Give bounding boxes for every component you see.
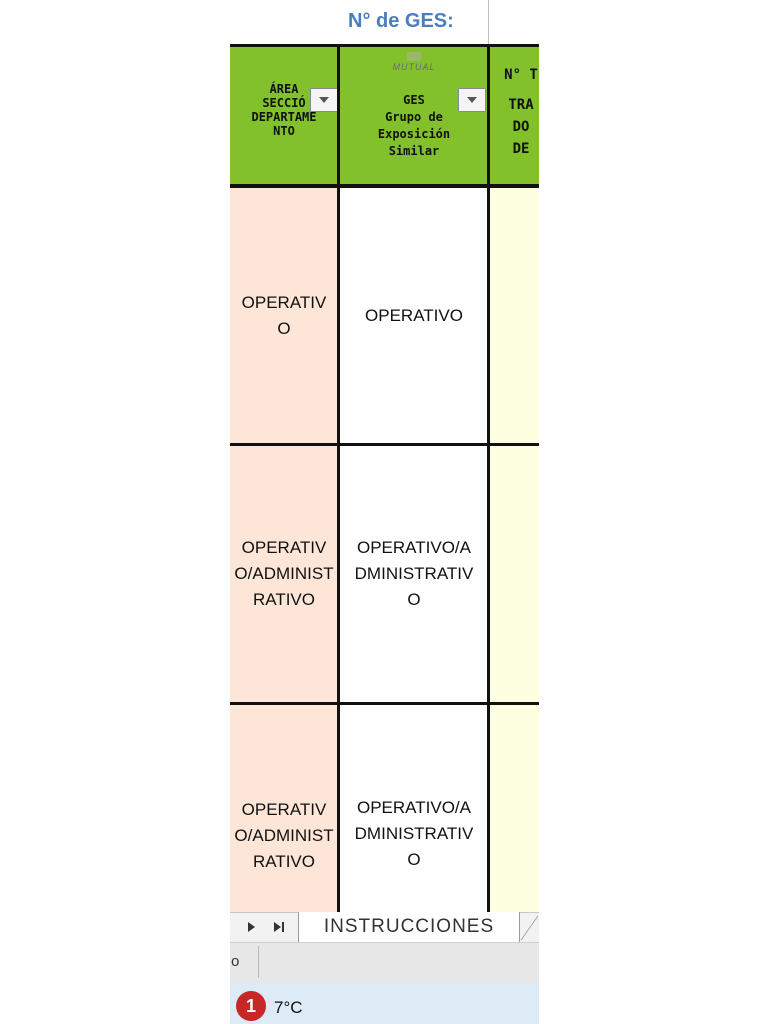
workers-cell[interactable] bbox=[490, 446, 539, 702]
area-header-line: ÁREA bbox=[269, 82, 299, 96]
area-header-line: SECCIÓ bbox=[262, 96, 306, 110]
mutual-logo-text: MUTUAL bbox=[392, 62, 436, 72]
ges-header-line: Exposición bbox=[377, 127, 451, 141]
scroll-next-sheet-icon[interactable] bbox=[242, 917, 260, 937]
workers-cell[interactable] bbox=[490, 188, 539, 443]
workers-header-line: N° T bbox=[504, 67, 538, 83]
weather-temperature[interactable]: 7°C bbox=[274, 998, 303, 1017]
ges-filter-button[interactable] bbox=[458, 88, 486, 112]
cell-line: DMINISTRATIV bbox=[354, 564, 474, 583]
filter-dropdown-icon bbox=[319, 97, 329, 103]
mutual-logo-mark bbox=[407, 52, 421, 61]
grid-line bbox=[230, 44, 539, 47]
cell-line: DMINISTRATIV bbox=[354, 824, 474, 843]
cell-line: OPERATIVO bbox=[365, 305, 463, 325]
ges-header-line: Grupo de bbox=[385, 110, 443, 124]
area-header-line: NTO bbox=[273, 124, 295, 138]
notification-badge-icon[interactable]: 1 bbox=[236, 991, 266, 1021]
status-text: o bbox=[231, 953, 240, 970]
area-cell[interactable]: OPERATIV O/ADMINIST RATIVO bbox=[230, 446, 338, 702]
ges-cell[interactable]: OPERATIVO bbox=[340, 188, 488, 443]
workers-column-header: N° T TRA DO DE bbox=[490, 64, 552, 160]
area-cell[interactable]: OPERATIV O/ADMINIST RATIVO bbox=[230, 705, 338, 912]
cell-value: OPERATIVO bbox=[365, 303, 463, 329]
cell-line: O bbox=[407, 590, 421, 609]
mutual-logo: MUTUAL bbox=[368, 52, 460, 78]
ges-header-line: GES bbox=[403, 93, 425, 107]
cell-line: OPERATIV bbox=[241, 800, 327, 819]
ges-column-header: GES Grupo de Exposición Similar bbox=[340, 92, 488, 160]
workers-header-line: DO bbox=[512, 119, 530, 135]
area-cell[interactable]: OPERATIV O bbox=[230, 188, 338, 443]
workers-header-line: DE bbox=[512, 141, 530, 157]
cell-line: OPERATIV bbox=[241, 538, 327, 557]
status-divider bbox=[258, 946, 259, 978]
cell-value: OPERATIV O bbox=[242, 290, 327, 342]
scroll-last-sheet-icon[interactable] bbox=[270, 917, 288, 937]
cell-line: RATIVO bbox=[252, 852, 315, 871]
cell-line: OPERATIVO/A bbox=[357, 798, 471, 817]
ges-number-label: N° de GES: bbox=[348, 10, 454, 32]
area-header-line: DEPARTAME bbox=[251, 110, 317, 124]
cell-line: OPERATIV bbox=[241, 292, 327, 312]
cell-value: OPERATIV O/ADMINIST RATIVO bbox=[234, 797, 333, 875]
title-divider bbox=[488, 0, 489, 44]
cell-value: OPERATIVO/A DMINISTRATIV O bbox=[355, 535, 474, 613]
ges-cell[interactable]: OPERATIVO/A DMINISTRATIV O bbox=[340, 446, 488, 702]
ges-cell[interactable]: OPERATIVO/A DMINISTRATIV O bbox=[340, 705, 488, 912]
taskbar bbox=[230, 982, 539, 1024]
grid-line bbox=[487, 44, 490, 912]
status-bar bbox=[230, 942, 539, 982]
grid-line bbox=[230, 184, 539, 188]
cell-value: OPERATIV O/ADMINIST RATIVO bbox=[234, 535, 333, 613]
area-filter-button[interactable] bbox=[310, 88, 338, 112]
grid-line bbox=[337, 44, 340, 912]
cell-line: RATIVO bbox=[252, 590, 315, 609]
cell-value: OPERATIVO/A DMINISTRATIV O bbox=[355, 795, 474, 873]
cell-line: O bbox=[277, 318, 291, 338]
sheet-tab-instrucciones[interactable]: INSTRUCCIONES bbox=[298, 912, 520, 942]
workers-header-line: TRA bbox=[508, 97, 534, 113]
area-column-header: ÁREA SECCIÓ DEPARTAME NTO bbox=[230, 82, 338, 138]
workers-cell[interactable] bbox=[490, 705, 539, 912]
cell-line: OPERATIVO/A bbox=[357, 538, 471, 557]
ges-header-line: Similar bbox=[388, 144, 440, 158]
cell-line: O/ADMINIST bbox=[234, 564, 334, 583]
grid-line bbox=[230, 443, 539, 446]
cell-line: O bbox=[407, 850, 421, 869]
cell-line: O/ADMINIST bbox=[234, 826, 334, 845]
grid-line bbox=[230, 702, 539, 705]
filter-dropdown-icon bbox=[467, 97, 477, 103]
